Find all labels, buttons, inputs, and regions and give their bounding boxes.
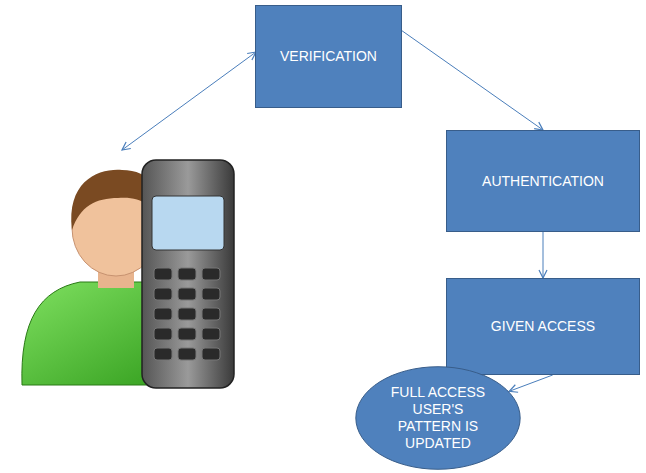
flow-arrow <box>543 232 544 278</box>
user-link-arrow <box>122 52 256 150</box>
phone-keys <box>154 268 220 360</box>
node-label: AUTHENTICATION <box>482 173 604 190</box>
process-box: GIVEN ACCESS <box>446 278 640 375</box>
phone-key <box>202 328 220 340</box>
phone-key <box>178 328 196 340</box>
flow-arrow <box>509 375 552 391</box>
phone-key <box>178 288 196 300</box>
phone-key <box>202 268 220 280</box>
node-label: FULL ACCESS USER'S PATTERN IS UPDATED <box>383 384 493 451</box>
phone-key <box>178 268 196 280</box>
phone-key <box>154 288 172 300</box>
process-box: VERIFICATION <box>255 5 402 108</box>
phone-key <box>154 268 172 280</box>
phone-key <box>202 308 220 320</box>
phone-key <box>202 348 220 360</box>
phone-key <box>154 308 172 320</box>
node-label: VERIFICATION <box>280 48 377 65</box>
phone-key <box>202 288 220 300</box>
flow-arrow <box>402 31 543 130</box>
node-label: GIVEN ACCESS <box>491 318 595 335</box>
phone-body <box>142 160 234 388</box>
phone-key <box>154 328 172 340</box>
phone-key <box>178 348 196 360</box>
phone-screen <box>152 196 224 250</box>
phone-key <box>154 348 172 360</box>
phone-key <box>178 308 196 320</box>
result-ellipse: FULL ACCESS USER'S PATTERN IS UPDATED <box>355 366 521 470</box>
process-box: AUTHENTICATION <box>446 130 640 232</box>
